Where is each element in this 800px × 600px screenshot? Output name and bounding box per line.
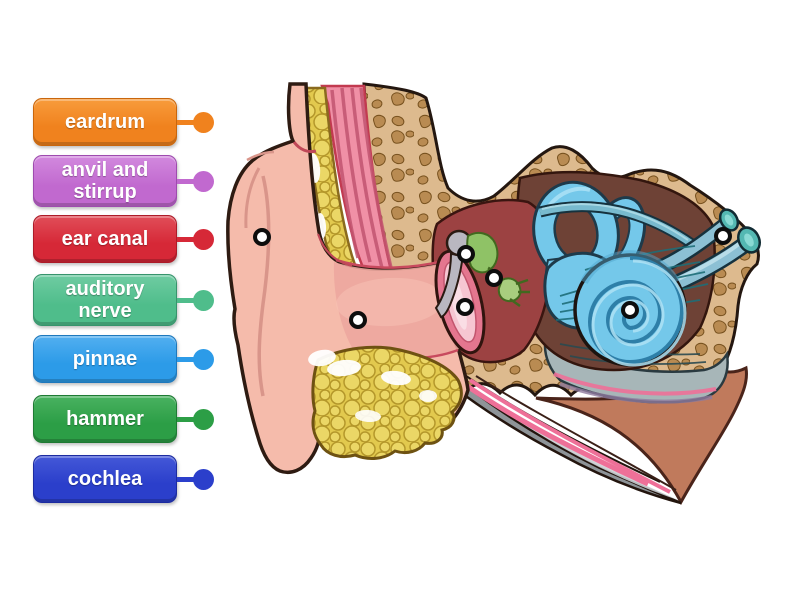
- label-text: auditory nerve: [65, 278, 145, 322]
- answer-point-eardrum[interactable]: [456, 298, 474, 316]
- label-row-anvil-stirrup: anvil and stirrup: [33, 155, 214, 207]
- label-text: pinnae: [72, 348, 138, 370]
- label-row-ear-canal: ear canal: [33, 215, 214, 263]
- label-row-eardrum: eardrum: [33, 98, 214, 146]
- label-row-cochlea: cochlea: [33, 455, 214, 503]
- label-connector-line: [177, 178, 194, 184]
- label-connector-line: [177, 476, 194, 482]
- label-connector-dot: [193, 228, 214, 250]
- answer-point-anvil-stirrup[interactable]: [485, 269, 503, 287]
- label-connector-dot: [193, 348, 214, 370]
- label-connector-line: [177, 119, 194, 125]
- label-text: eardrum: [64, 111, 146, 133]
- eustachian-tube-layers: [426, 344, 748, 506]
- label-pill-pinnae[interactable]: pinnae: [33, 335, 177, 383]
- answer-point-cochlea[interactable]: [621, 301, 639, 319]
- label-pill-anvil-stirrup[interactable]: anvil and stirrup: [33, 155, 177, 207]
- label-pill-ear-canal[interactable]: ear canal: [33, 215, 177, 263]
- label-text: hammer: [66, 408, 144, 430]
- label-connector-dot: [193, 111, 214, 133]
- hammer-handle: [434, 252, 465, 319]
- label-pill-hammer[interactable]: hammer: [33, 395, 177, 443]
- muscle: [320, 84, 417, 320]
- fat-cluster: [308, 345, 463, 460]
- ossicles: [434, 229, 530, 319]
- label-connector-dot: [193, 170, 214, 192]
- label-connector-line: [177, 297, 194, 303]
- label-connector-line: [177, 356, 194, 362]
- label-text: ear canal: [61, 228, 149, 250]
- answer-point-ear-canal[interactable]: [349, 311, 367, 329]
- label-pill-auditory-nerve[interactable]: auditory nerve: [33, 274, 177, 326]
- label-connector-dot: [193, 408, 214, 430]
- label-pill-eardrum[interactable]: eardrum: [33, 98, 177, 146]
- label-pill-cochlea[interactable]: cochlea: [33, 455, 177, 503]
- answer-point-auditory-nerve[interactable]: [714, 227, 732, 245]
- label-connector-dot: [193, 468, 214, 490]
- label-text: cochlea: [67, 468, 143, 490]
- label-text: anvil and stirrup: [61, 159, 149, 203]
- stirrup: [497, 277, 522, 303]
- answer-point-outer-ear-ridge[interactable]: [253, 228, 271, 246]
- label-row-pinnae: pinnae: [33, 335, 214, 383]
- label-connector-dot: [193, 289, 214, 311]
- label-row-auditory-nerve: auditory nerve: [33, 274, 214, 326]
- answer-point-hammer[interactable]: [457, 245, 475, 263]
- label-row-hammer: hammer: [33, 395, 214, 443]
- label-connector-line: [177, 416, 194, 422]
- label-connector-line: [177, 236, 194, 242]
